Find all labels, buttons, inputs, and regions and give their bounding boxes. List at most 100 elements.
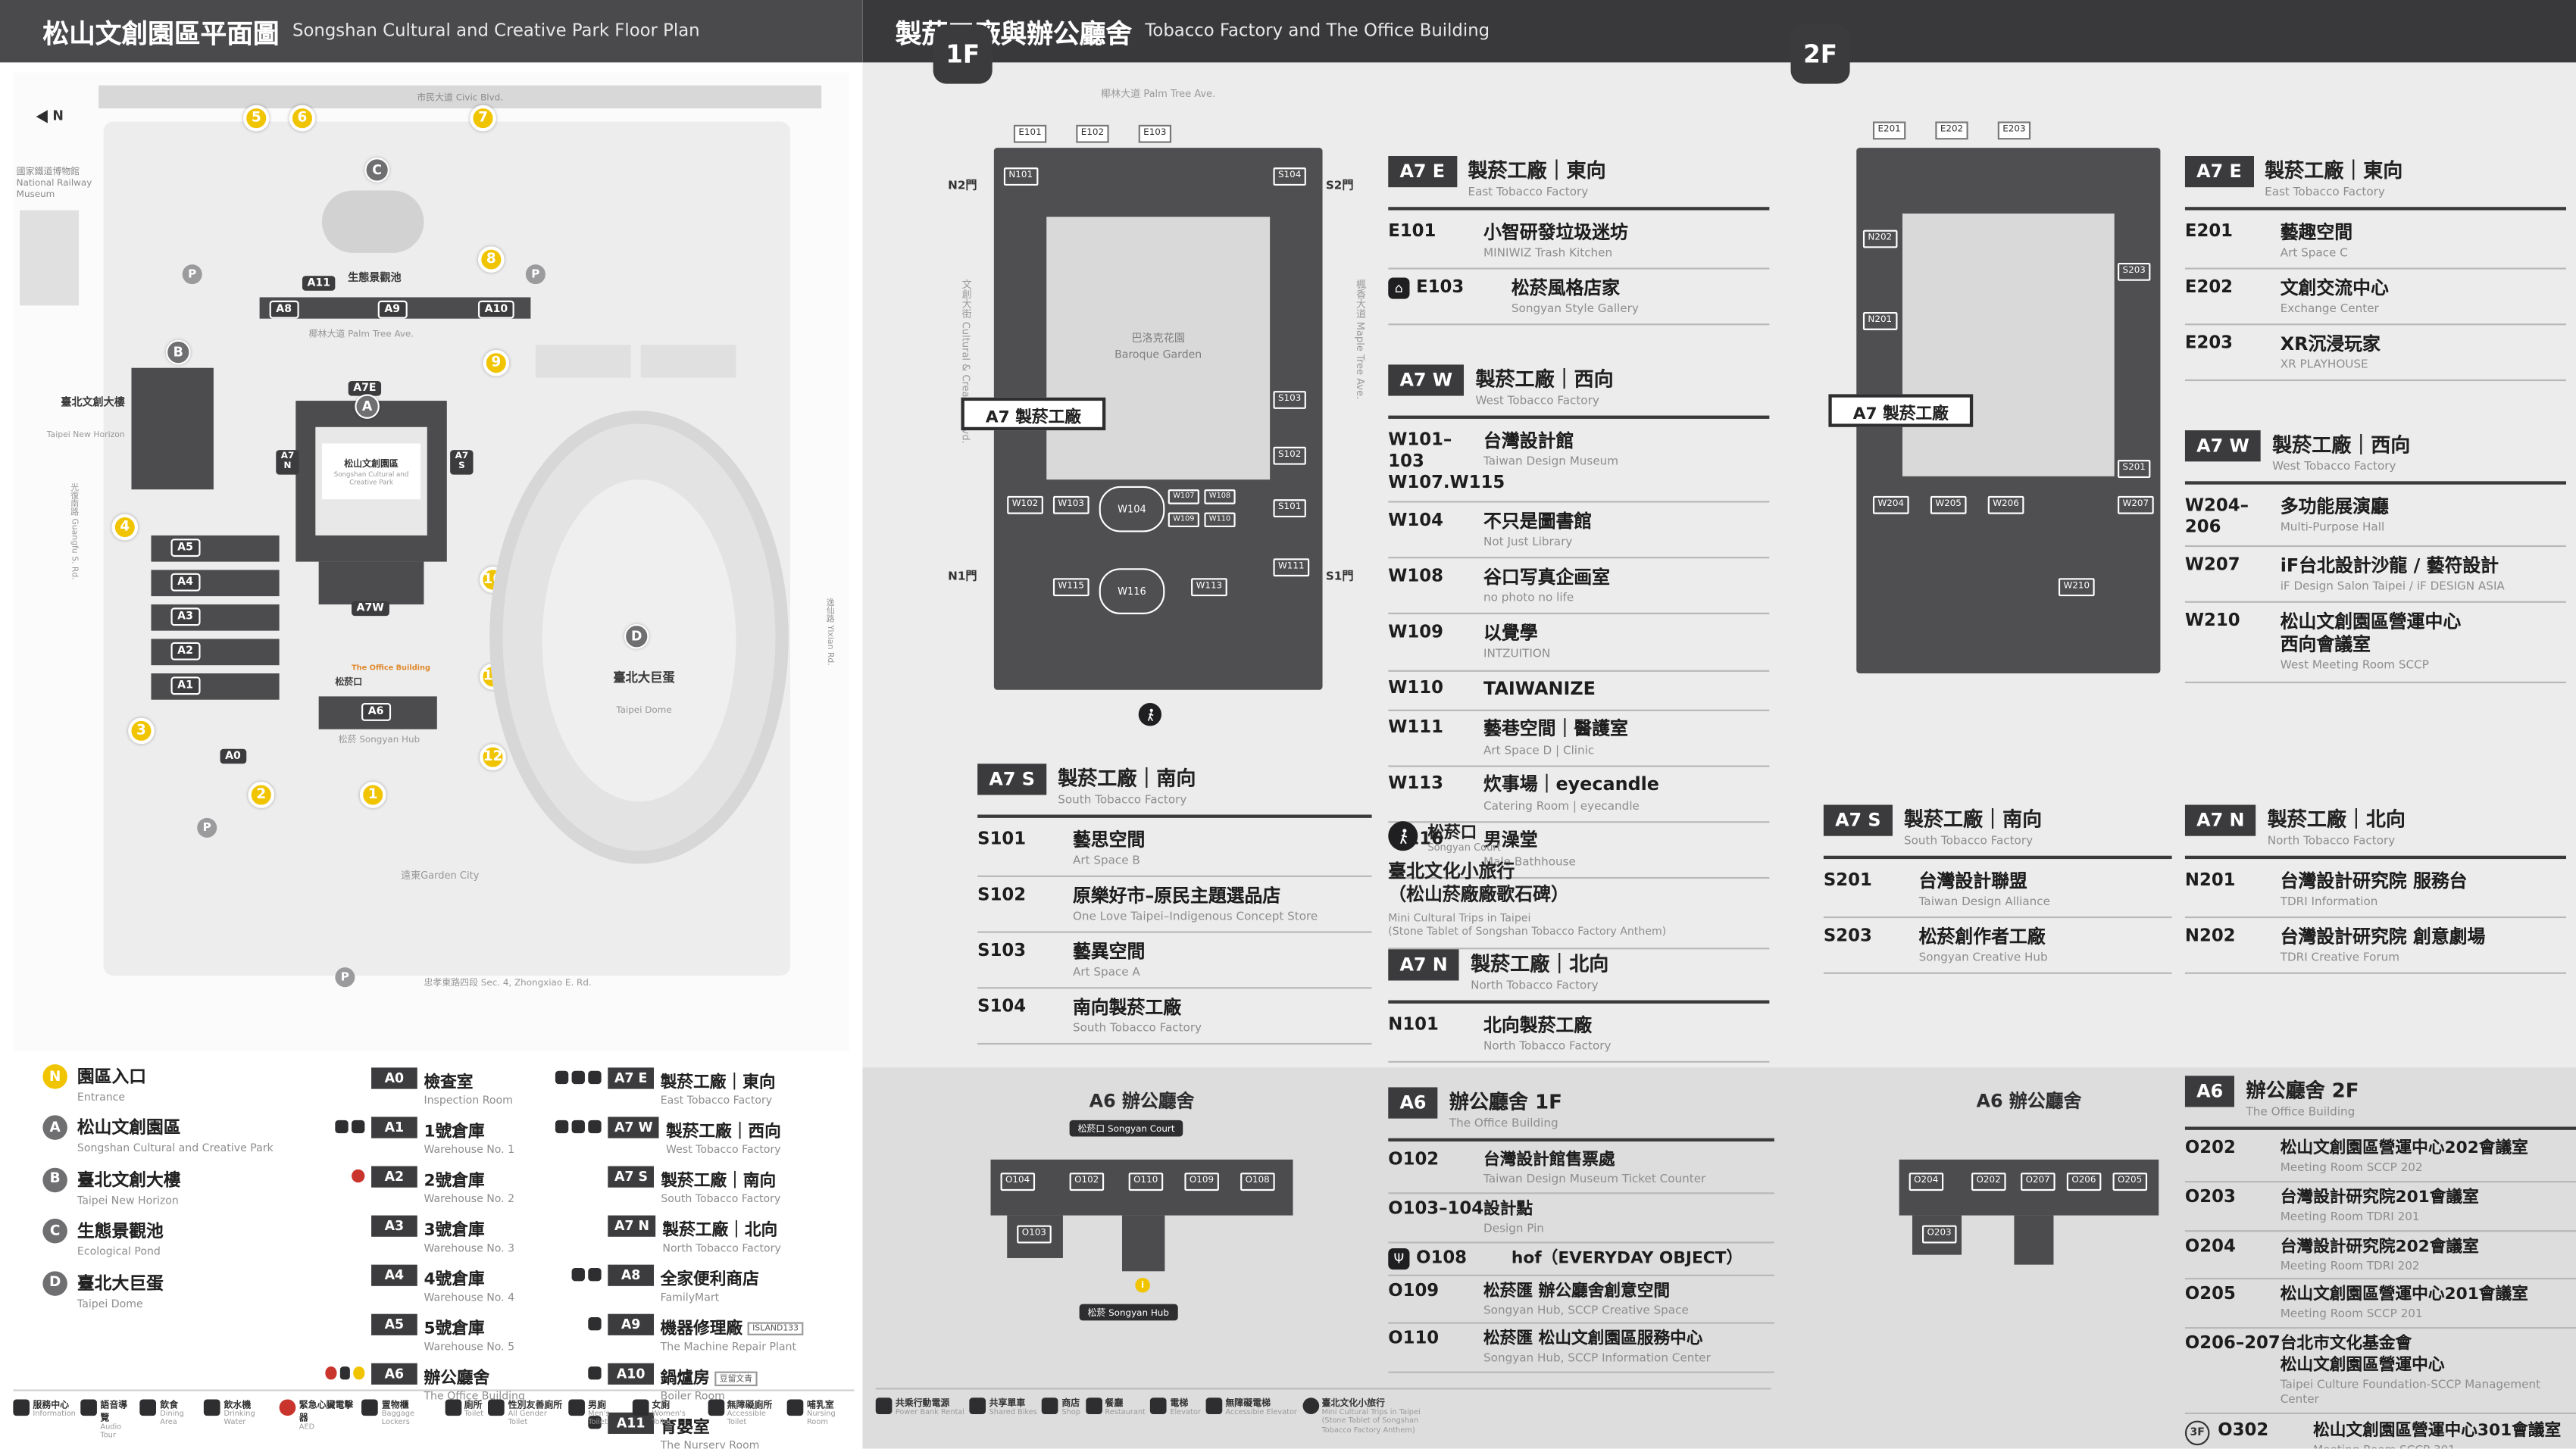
neighbor-building xyxy=(535,345,631,378)
section-badge: A7 E xyxy=(1388,155,1457,188)
section-badge: A7 S xyxy=(977,764,1047,795)
room-text: 台灣設計研究院202會議室 Meeting Room TDRI 202 xyxy=(2281,1236,2576,1273)
legend-building-row: A5 5號倉庫 Warehouse No. 5 xyxy=(322,1313,546,1354)
room-name-zh: 台灣設計館售票處 xyxy=(1483,1151,1615,1170)
marker-d: D xyxy=(624,623,649,649)
tenant-note: ISLAND133 xyxy=(747,1322,804,1335)
room-name-en: Songyan Style Gallery xyxy=(1511,301,1639,315)
building-code-badge: A0 xyxy=(371,1067,417,1089)
room-code: S101 xyxy=(977,828,1027,848)
room-name-zh: 北向製菸工廠 xyxy=(1483,1013,1593,1036)
room-code: W210 xyxy=(2184,611,2240,631)
room-code: O110 xyxy=(1388,1329,1440,1350)
facility-mini-icon xyxy=(588,1120,602,1134)
room-text: hof（EVERYDAY OBJECT） xyxy=(1512,1248,1774,1269)
legend-building-row: A0 檢查室 Inspection Room xyxy=(322,1067,546,1107)
building-code-badge: A7 N xyxy=(608,1215,656,1237)
room-name-en: Taiwan Design Alliance xyxy=(1918,895,2050,908)
building-code-badge: A7 E xyxy=(608,1067,655,1089)
map-room-o109: O109 xyxy=(1184,1173,1219,1191)
office-building-label: The Office Building xyxy=(352,665,430,674)
facility-icons xyxy=(552,1265,602,1282)
room-name-en: Meeting Room SCCP 201 xyxy=(2280,1307,2423,1321)
room-row: O206–207 台北市文化基金會 松山文創園區營運中心 Taipei Cult… xyxy=(2184,1329,2576,1413)
room-name-zh: 台灣設計研究院 服務台 xyxy=(2280,870,2468,892)
facility-mini-icon xyxy=(588,1267,602,1282)
entrance-5: 5 xyxy=(242,105,270,132)
parking-icon: P xyxy=(197,817,217,838)
room-code: E201 xyxy=(2184,220,2234,241)
building-code-badge: A6 xyxy=(371,1363,417,1385)
map-room-e202: E202 xyxy=(1935,121,1968,139)
room-row: O204 台灣設計研究院202會議室 Meeting Room TDRI 202 xyxy=(2184,1231,2576,1280)
map-room-w102: W102 xyxy=(1007,495,1043,514)
room-code: E203 xyxy=(2184,333,2234,353)
facility-icon xyxy=(204,1399,221,1416)
floor-badge-1f: 1F xyxy=(933,24,993,84)
tag-a7n: A7 N xyxy=(276,450,299,474)
room-name-zh: 不只是圖書館 xyxy=(1483,511,1593,532)
room-name-en: Art Space A xyxy=(1072,965,1140,979)
section-badge: A6 xyxy=(1388,1087,1438,1119)
section-badge: A7 S xyxy=(1823,804,1893,836)
map-room-e103: E103 xyxy=(1138,124,1172,143)
songyan-hub-label: 松菸 Songyan Hub xyxy=(338,735,420,746)
facility-icon xyxy=(1302,1397,1319,1414)
room-text: 藝趣空間 Art Space C xyxy=(2281,221,2566,261)
left-title-zh: 松山文創園區平面圖 xyxy=(42,17,280,50)
street-palm-ave: 椰林大道 Palm Tree Ave. xyxy=(1101,89,1216,101)
court-room-en: Mini Cultural Trips in Taipei (Stone Tab… xyxy=(1388,910,1667,938)
room-list: E201 藝趣空間 Art Space C E202 文創交流中心 Exchan… xyxy=(2184,214,2566,382)
right-title-zh: 製菸工廠與辦公廳舍 xyxy=(895,17,1133,50)
marker-b: B xyxy=(166,339,191,365)
room-code: O203 xyxy=(2184,1187,2236,1207)
songyan-court-label: 松菸口 xyxy=(335,678,363,689)
room-code: W111 xyxy=(1388,718,1443,739)
facility-icon xyxy=(632,1399,649,1416)
room-code: O204 xyxy=(2184,1235,2236,1256)
room-name-zh: 炊事場｜eyecandle xyxy=(1483,774,1660,796)
room-name-en: MINIWIZ Trash Kitchen xyxy=(1483,245,1613,260)
facility-icons xyxy=(322,1314,364,1317)
facility-icon xyxy=(969,1397,986,1414)
section-badge: A6 xyxy=(2184,1076,2235,1107)
room-name-en: Meeting Room TDRI 201 xyxy=(2280,1210,2420,1223)
legend-marker-icon: D xyxy=(42,1270,67,1296)
building-text: 製菸工廠｜南向 South Tobacco Factory xyxy=(661,1173,781,1206)
street-maple-ave: 楓香大道 Maple Tree Ave. xyxy=(1353,279,1365,400)
facility-icon xyxy=(488,1399,505,1416)
floor-badge-2f: 2F xyxy=(1790,24,1850,84)
room-name-en: Design Pin xyxy=(1483,1221,1544,1235)
room-badge-icon: Ψ xyxy=(1388,1247,1410,1269)
a6-left-stub xyxy=(1912,1215,1962,1255)
building-text: 製菸工廠｜西向 West Tobacco Factory xyxy=(666,1123,781,1157)
room-name-zh: 台灣設計聯盟 xyxy=(1918,870,2027,892)
room-name-en: North Tobacco Factory xyxy=(1483,1039,1612,1053)
a7-west-wing xyxy=(318,561,424,604)
room-name-zh: 谷口写真企画室 xyxy=(1483,566,1611,589)
room-text: 炊事場｜eyecandle Catering Room | eyecandle xyxy=(1483,774,1769,814)
building-code-badge: A7 S xyxy=(608,1166,655,1188)
map-room-w109: W109 xyxy=(1168,512,1200,528)
room-name-en: Art Space D | Clinic xyxy=(1483,743,1595,757)
room-row: E203 XR沉浸玩家 XR PLAYHOUSE xyxy=(2184,326,2566,382)
a6-left-stub xyxy=(1007,1215,1063,1258)
a7-building-label: A7 製菸工廠 xyxy=(1828,394,1974,427)
room-code: W204–206 xyxy=(2184,495,2249,537)
street-zhongxiao: 忠孝東路四段 Sec. 4, Zhongxiao E. Rd. xyxy=(424,979,592,989)
room-row: S203 松菸創作者工廠 Songyan Creative Hub xyxy=(1823,918,2172,975)
legend-building-row: A6 辦公廳舍 The Office Building xyxy=(322,1363,546,1403)
tag-a6: A6 xyxy=(361,703,391,722)
room-row: O203 台灣設計研究院201會議室 Meeting Room TDRI 201 xyxy=(2184,1182,2576,1232)
